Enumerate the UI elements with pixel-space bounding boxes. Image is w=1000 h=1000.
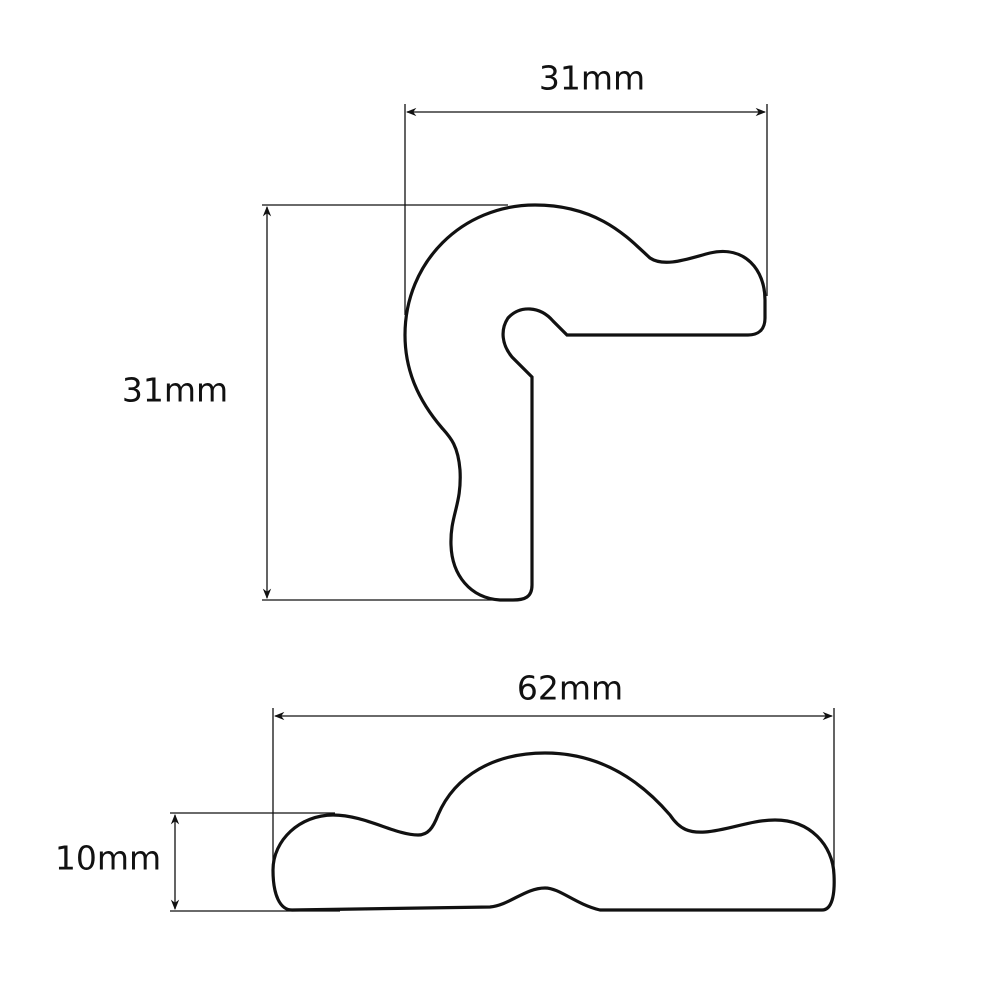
corner-height-label: 31mm [121, 370, 229, 410]
corner-width-label: 31mm [538, 58, 646, 98]
corner-profile-outline [403, 203, 767, 602]
height-dimension [262, 204, 508, 601]
corner-profile [262, 104, 768, 602]
flat-width-label: 62mm [516, 668, 624, 708]
width-dimension [404, 104, 768, 315]
flat-height-label: 10mm [54, 838, 162, 878]
width-dimension [272, 708, 835, 872]
flat-profile-outline [271, 751, 836, 912]
flat-profile [170, 708, 836, 912]
height-dimension [170, 812, 340, 912]
